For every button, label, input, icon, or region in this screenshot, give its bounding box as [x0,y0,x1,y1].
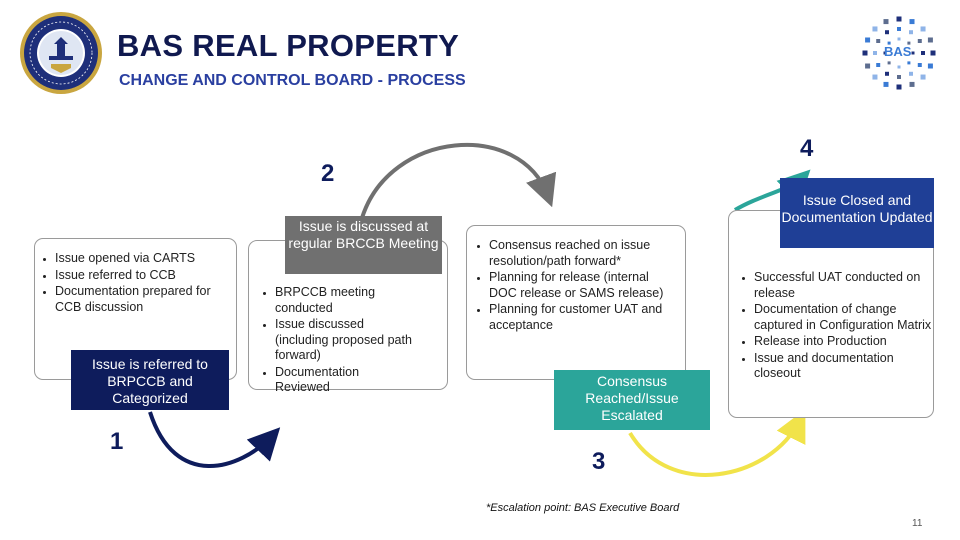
step3-bullets: Consensus reached on issue resolution/pa… [467,226,685,333]
logo-dot [909,71,913,76]
logo-dot [909,81,915,87]
step4-bullets: Successful UAT conducted on release Docu… [743,270,934,383]
step4-bullet: Release into Production [754,334,934,350]
logo-dot [911,51,915,55]
logo-dot [883,19,889,25]
bas-logo: BAS [856,10,942,96]
logo-dot [896,84,902,90]
logo-dot [927,37,933,43]
department-of-commerce-seal [18,10,104,96]
logo-dot [883,51,887,55]
step2-bullet: BRPCCB meeting conducted [275,285,415,316]
step1-number: 1 [110,428,124,455]
step3-block: Consensus Reached/Issue Escalated [554,370,710,430]
logo-dot [862,50,868,56]
logo-dot [930,50,936,56]
logo-dot [907,41,911,45]
logo-dot [876,39,881,43]
page-subtitle: CHANGE AND CONTROL BOARD - PROCESS [119,72,466,89]
step3-bullet: Consensus reached on issue resolution/pa… [489,238,677,269]
logo-dot [917,63,922,67]
step3-number: 3 [592,448,606,475]
logo-dot [896,16,902,22]
logo-dot [909,19,915,25]
step4-bullet: Successful UAT conducted on release [754,270,934,301]
escalation-footnote: *Escalation point: BAS Executive Board [486,502,680,514]
step4-bullet: Documentation of change captured in Conf… [754,302,934,333]
logo-dot [887,61,891,65]
logo-dot [927,63,933,69]
step2-bullet: Issue discussed (including proposed path… [275,317,415,364]
logo-dot [883,81,889,87]
arrow-step2-to-step3 [360,142,557,219]
step3-bullet: Planning for customer UAT and acceptance [489,302,677,333]
logo-dot [865,37,871,43]
step1-bullet: Documentation prepared for CCB discussio… [55,284,230,315]
logo-dot [917,39,922,43]
page-title: BAS REAL PROPERTY [117,28,460,63]
step4-number: 4 [800,135,814,162]
logo-dot [921,51,925,55]
logo-dot [909,30,913,35]
step4-block: Issue Closed and Documentation Updated [780,178,934,248]
step1-bullet: Issue referred to CCB [55,268,230,284]
arrow-step1-to-step2 [148,411,281,468]
step3-bullet: Planning for release (internal DOC relea… [489,270,677,301]
logo-dot [920,26,926,32]
step2-bullet: Documentation Reviewed [275,365,415,396]
logo-dot [885,71,889,76]
logo-dot [897,75,901,79]
step2-block: Issue is discussed at regular BRCCB Meet… [285,216,442,274]
logo-dot [872,74,878,80]
logo-dot [876,63,881,67]
step1-bullets: Issue opened via CARTS Issue referred to… [35,239,236,315]
logo-dot [920,74,926,80]
logo-dot [872,26,878,32]
step3-card: Consensus reached on issue resolution/pa… [466,225,686,380]
page-number: 11 [912,518,923,529]
step2-number: 2 [321,160,335,187]
logo-dot [873,51,877,55]
logo-dot [907,61,911,65]
logo-dot [887,41,891,45]
logo-dot [897,27,901,31]
step4-bullet: Issue and documentation closeout [754,351,934,382]
step2-bullets: BRPCCB meeting conducted Issue discussed… [264,285,415,397]
logo-dot [897,65,901,69]
arrow-step3-to-step4 [628,409,806,477]
logo-dot [885,30,889,35]
step1-block: Issue is referred to BRPCCB and Categori… [71,350,229,410]
logo-dot [865,63,871,69]
bas-logo-text: BAS [884,44,912,59]
logo-dot [897,37,901,41]
step1-bullet: Issue opened via CARTS [55,251,230,267]
